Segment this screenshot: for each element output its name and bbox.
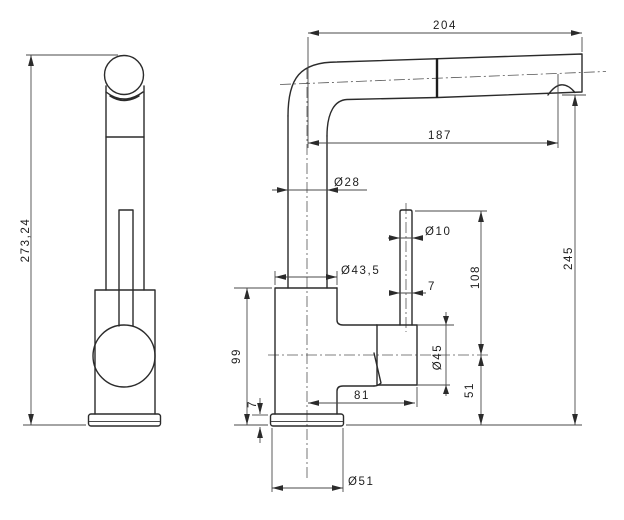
dim-joint-diameter-extensions — [417, 324, 454, 386]
dim-handle-rod-diameter-label: Ø10 — [425, 226, 452, 238]
front-view: 273,24 — [20, 54, 162, 427]
dim-base-thickness: 7 — [247, 398, 268, 443]
side-view: 204 187 Ø28 Ø43,5 Ø10 — [231, 20, 607, 492]
dim-joint-reach-label: 81 — [354, 390, 370, 402]
dim-rod-width-label: 7 — [428, 281, 436, 293]
front-column — [105, 85, 145, 291]
dim-column-diameter-label: Ø28 — [334, 177, 361, 189]
dim-handle-rod-diameter: Ø10 — [388, 226, 452, 241]
dim-body-diameter: Ø43,5 — [274, 265, 380, 285]
dim-base-diameter: Ø51 — [271, 428, 375, 492]
spout-outlet-bump — [547, 84, 576, 96]
dim-joint-reach: 81 — [308, 387, 418, 407]
dim-handle-top-height: 108 — [415, 210, 487, 355]
front-cap-circle — [103, 54, 145, 96]
dim-outlet-clearance-label: 245 — [563, 246, 575, 270]
side-base-flange — [269, 413, 345, 427]
dim-joint-diameter: Ø45 — [417, 312, 454, 396]
front-joint-circle — [92, 324, 156, 388]
dim-joint-center-height-label: 51 — [464, 382, 476, 398]
dim-base-diameter-extensions — [271, 428, 344, 492]
side-body-arm-bottom — [336, 385, 375, 415]
dim-base-thickness-label: 7 — [247, 400, 259, 408]
handle-rod — [399, 209, 413, 326]
dim-spout-reach: 187 — [308, 74, 559, 148]
dim-column-diameter: Ø28 — [272, 177, 367, 193]
handle-joint-taper — [373, 352, 382, 387]
side-pipe — [287, 115, 328, 289]
dim-overall-height-label: 273,24 — [20, 218, 32, 263]
dim-joint-diameter-arrow-bottom — [443, 385, 449, 394]
dim-overall-height: 273,24 — [20, 54, 118, 426]
dim-spout-length-label: 204 — [433, 20, 457, 32]
dim-body-height: 99 — [231, 287, 272, 425]
dim-outlet-clearance: 245 — [562, 94, 586, 425]
dim-joint-diameter-arrow-top — [443, 316, 449, 325]
dim-rod-width: 7 — [389, 281, 436, 296]
front-base-flange — [87, 413, 162, 427]
front-cap-collar — [105, 91, 144, 102]
front-lever-rod — [118, 209, 134, 327]
dim-handle-top-height-label: 108 — [470, 265, 482, 289]
dim-joint-center-height: 51 — [464, 355, 484, 425]
dim-body-diameter-label: Ø43,5 — [341, 265, 380, 277]
dim-base-diameter-label: Ø51 — [348, 476, 375, 488]
spout-centerline — [279, 71, 607, 85]
dim-body-height-label: 99 — [231, 348, 243, 364]
front-body — [94, 289, 156, 415]
dim-spout-length: 204 — [307, 20, 583, 148]
dim-spout-reach-label: 187 — [428, 130, 452, 142]
dim-joint-diameter-label: Ø45 — [432, 344, 444, 371]
spout-outline — [287, 53, 583, 137]
side-body — [274, 287, 338, 415]
dim-spout-length-extensions — [307, 37, 583, 148]
side-body-arm-top — [336, 287, 378, 326]
dim-overall-height-extensions — [23, 54, 118, 426]
